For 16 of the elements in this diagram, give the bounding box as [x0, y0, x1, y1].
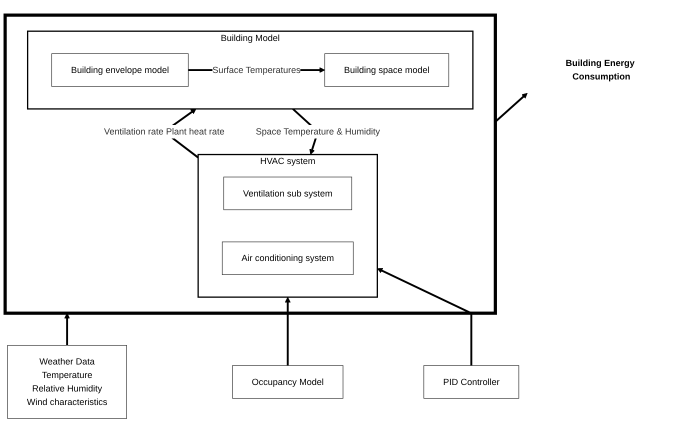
arrow: [377, 268, 472, 366]
arrow: [64, 312, 70, 345]
cluster: [4, 13, 497, 314]
node-text: Building Energy Consumption: [566, 58, 635, 82]
edge-label: Surface Temperatures: [212, 64, 301, 75]
node-box: Air conditioning system: [222, 241, 354, 275]
node-box: PID Controller: [424, 364, 520, 398]
node-box: Occupancy Model: [232, 364, 344, 398]
node-box: Ventilation sub system: [223, 176, 352, 210]
node-box: Weather Data Temperature Relative Humidity Wind characteristics: [7, 344, 127, 419]
node-box: Building envelope model: [51, 53, 189, 86]
edge-label: Space Temperature & Humidity: [256, 126, 380, 136]
arrow: [494, 92, 528, 122]
arrow: [284, 296, 291, 366]
node-box: Building space model: [324, 53, 450, 86]
edge-label: Ventilation rate Plant heat rate: [104, 126, 224, 136]
